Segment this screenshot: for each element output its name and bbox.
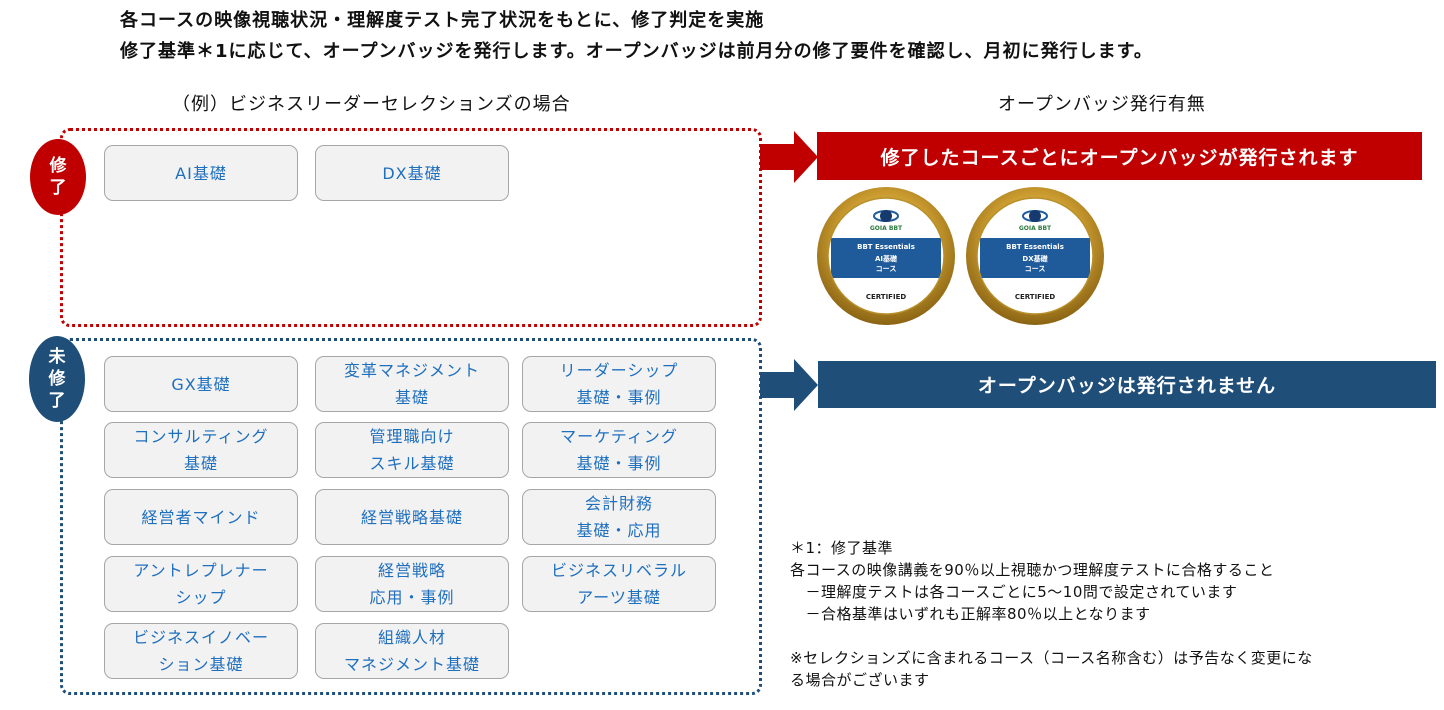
course-card: コンサルティング 基礎 [104, 422, 298, 478]
badge-issuance-heading: オープンバッジ発行有無 [998, 94, 1206, 115]
dx-basics-badge: GOIA BBT BBT Essentials DX基礎 コース CERTIFI… [966, 187, 1104, 325]
course-card: 経営戦略 応用・事例 [315, 556, 509, 612]
course-card: 管理職向け スキル基礎 [315, 422, 509, 478]
completed-group [60, 128, 762, 327]
course-card: 経営戦略基礎 [315, 489, 509, 545]
right-arrow-icon [760, 359, 818, 411]
badge-issued-banner: 修了したコースごとにオープンバッジが発行されます [817, 132, 1422, 180]
badge-logo: GOIA BBT [870, 225, 903, 232]
course-card: 組織人材 マネジメント基礎 [315, 623, 509, 679]
badge-not-issued-banner: オープンバッジは発行されません [818, 361, 1436, 408]
course-card: GX基礎 [104, 356, 298, 412]
ai-basics-badge: GOIA BBT BBT Essentials AI基礎 コース CERTIFI… [817, 187, 955, 325]
course-card: ビジネスイノベー ション基礎 [104, 623, 298, 679]
badge-course-suffix: コース [876, 265, 897, 273]
uncompleted-label: 未 修 了 [29, 336, 85, 422]
course-card: DX基礎 [315, 145, 509, 201]
badge-certified: CERTIFIED [1015, 293, 1056, 301]
intro-line-1: 各コースの映像視聴状況・理解度テスト完了状況をもとに、修了判定を実施 [120, 10, 765, 31]
badge-logo: GOIA BBT [1019, 225, 1052, 232]
completion-criteria-note: ＊1：修了基準 各コースの映像講義を90％以上視聴かつ理解度テストに合格すること… [790, 539, 1275, 623]
completed-label: 修 了 [30, 139, 86, 215]
course-card: 経営者マインド [104, 489, 298, 545]
intro-line-2: 修了基準＊1に応じて、オープンバッジを発行します。オープンバッジは前月分の修了要… [120, 41, 1153, 62]
course-card: 会計財務 基礎・応用 [522, 489, 716, 545]
example-heading: （例）ビジネスリーダーセレクションズの場合 [172, 94, 571, 115]
course-card: リーダーシップ 基礎・事例 [522, 356, 716, 412]
badge-title: BBT Essentials [857, 243, 915, 251]
uncompleted-group [60, 338, 762, 695]
course-card: ビジネスリベラル アーツ基礎 [522, 556, 716, 612]
course-card: アントレプレナー シップ [104, 556, 298, 612]
badge-course-suffix: コース [1025, 265, 1046, 273]
badge-certified: CERTIFIED [866, 293, 907, 301]
course-card: マーケティング 基礎・事例 [522, 422, 716, 478]
badge-title: BBT Essentials [1006, 243, 1064, 251]
right-arrow-icon [760, 131, 818, 183]
badge-course: DX基礎 [1022, 254, 1048, 263]
course-change-disclaimer: ※セレクションズに含まれるコース（コース名称含む）は予告なく変更にな る場合がご… [790, 649, 1313, 689]
badge-course: AI基礎 [875, 254, 898, 263]
course-card: 変革マネジメント 基礎 [315, 356, 509, 412]
course-card: AI基礎 [104, 145, 298, 201]
